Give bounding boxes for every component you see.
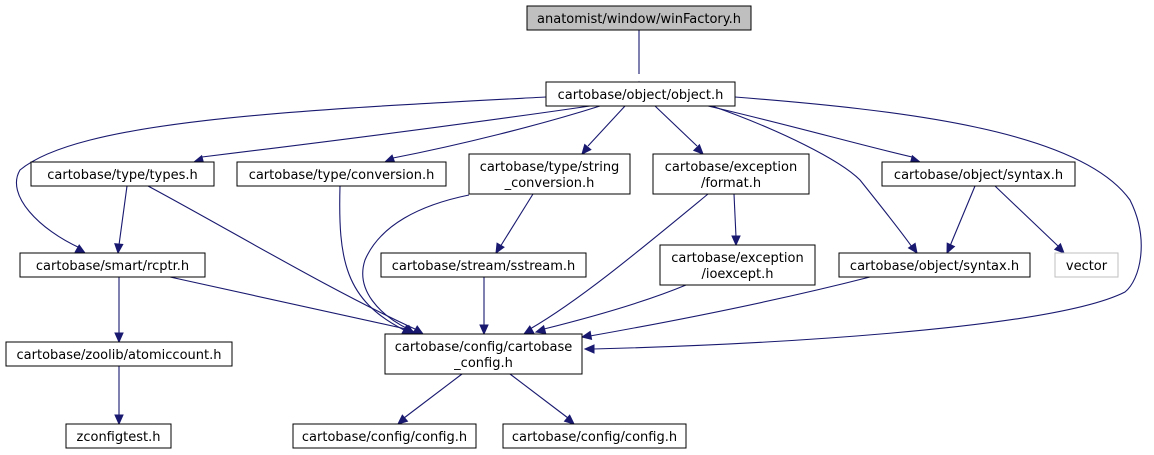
node-label: cartobase/stream/sstream.h — [392, 259, 576, 274]
node-label: _conversion.h — [504, 176, 595, 191]
node-config-a[interactable]: cartobase/config/config.h — [292, 423, 477, 449]
dependency-edge — [15, 96, 547, 254]
node-label: cartobase/object/syntax.h — [850, 259, 1019, 274]
dependency-edge — [946, 185, 976, 255]
node-label: cartobase/config/config.h — [302, 430, 467, 445]
dependency-edge — [509, 373, 575, 425]
node-label: /format.h — [701, 176, 761, 191]
node-object-syntax-top[interactable]: cartobase/object/syntax.h — [881, 161, 1076, 187]
node-atomiccount[interactable]: cartobase/zoolib/atomiccount.h — [5, 341, 233, 367]
dependency-edge — [114, 366, 124, 426]
dependency-edge — [711, 105, 918, 255]
node-label: cartobase/type/string — [480, 160, 620, 175]
node-label: cartobase/type/types.h — [47, 168, 197, 183]
node-vector[interactable]: vector — [1054, 252, 1119, 278]
node-root[interactable]: anatomist/window/winFactory.h — [526, 5, 752, 31]
dependency-edge — [169, 276, 416, 335]
node-zconfigtest[interactable]: zconfigtest.h — [65, 423, 172, 449]
node-cartobase-config[interactable]: cartobase/config/cartobase_config.h — [384, 333, 583, 375]
dependency-edge — [147, 185, 425, 335]
node-object[interactable]: cartobase/object/object.h — [545, 81, 736, 107]
node-label: vector — [1066, 259, 1108, 274]
dependency-edge — [397, 373, 463, 425]
dependency-edge — [495, 193, 534, 255]
node-label: cartobase/exception — [671, 251, 803, 266]
node-label: _config.h — [453, 356, 513, 371]
node-types[interactable]: cartobase/type/types.h — [30, 161, 215, 187]
node-object-syntax-mid[interactable]: cartobase/object/syntax.h — [838, 252, 1031, 278]
node-label: cartobase/exception — [665, 160, 797, 175]
node-label: zconfigtest.h — [77, 430, 161, 445]
node-label: cartobase/object/syntax.h — [894, 168, 1063, 183]
dependency-edge — [994, 185, 1065, 254]
dependency-edge — [580, 276, 871, 341]
dependency-edge — [522, 193, 709, 335]
node-sstream[interactable]: cartobase/stream/sstream.h — [380, 252, 587, 278]
node-label: /ioexcept.h — [701, 267, 773, 282]
node-config-b[interactable]: cartobase/config/config.h — [502, 423, 687, 449]
node-label: cartobase/type/conversion.h — [249, 168, 435, 183]
node-label: cartobase/config/cartobase — [395, 340, 573, 355]
dependency-edge — [583, 96, 1142, 354]
node-label: cartobase/config/config.h — [512, 430, 677, 445]
dependency-edge — [534, 284, 687, 335]
dependency-edge — [731, 193, 741, 247]
node-label: cartobase/smart/rcptr.h — [36, 259, 189, 274]
dependency-edge — [654, 105, 704, 155]
node-label: cartobase/object/object.h — [558, 88, 724, 103]
node-label: anatomist/window/winFactory.h — [537, 12, 741, 27]
node-exception-format[interactable]: cartobase/exception/format.h — [652, 153, 810, 195]
node-ioexcept[interactable]: cartobase/exception/ioexcept.h — [659, 244, 816, 286]
dependency-edge — [479, 277, 489, 336]
dependency-edge — [581, 105, 626, 155]
node-label: cartobase/zoolib/atomiccount.h — [17, 348, 222, 363]
node-string-conversion[interactable]: cartobase/type/string_conversion.h — [468, 153, 631, 195]
node-conversion[interactable]: cartobase/type/conversion.h — [236, 161, 447, 187]
dependency-edge — [114, 277, 124, 344]
dependency-edge — [114, 185, 128, 255]
node-rcptr[interactable]: cartobase/smart/rcptr.h — [19, 252, 206, 278]
